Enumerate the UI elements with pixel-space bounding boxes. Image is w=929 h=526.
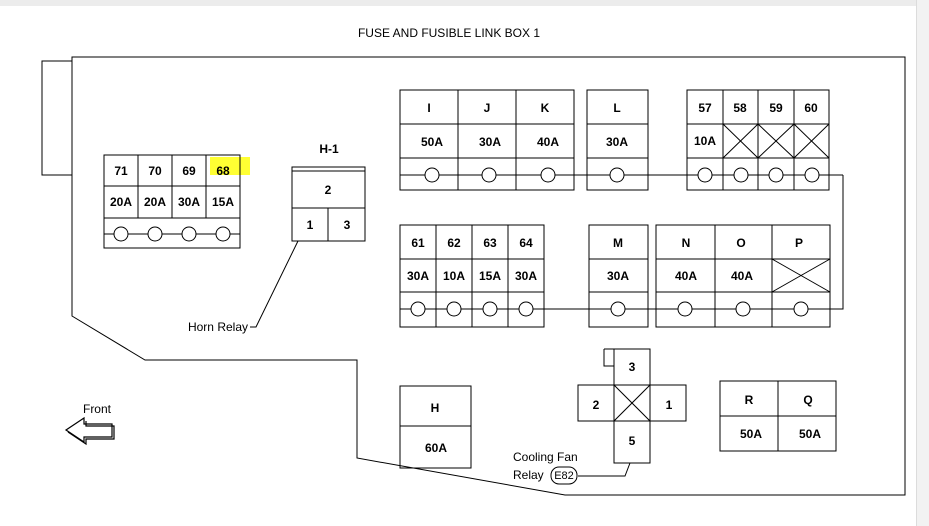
fuse-61-label: 61	[411, 236, 425, 250]
relay-h1-pin-1: 1	[307, 218, 314, 232]
front-label: Front	[83, 402, 112, 416]
fusible-link-group-nop	[655, 224, 831, 328]
link-q-rating: 50A	[799, 427, 821, 441]
link-h-label: H	[431, 401, 440, 415]
link-n-rating: 40A	[675, 269, 697, 283]
fuse-68-rating: 15A	[212, 195, 234, 209]
fuse-69-rating: 30A	[178, 195, 200, 209]
front-arrow-icon	[64, 416, 115, 446]
fuse-59-label: 59	[769, 101, 783, 115]
cooling-fan-caption: Cooling Fan	[513, 450, 578, 464]
fuse-64-label: 64	[519, 236, 533, 250]
link-p-label: P	[795, 236, 803, 250]
connector-e82: E82	[554, 470, 574, 482]
link-n-label: N	[682, 236, 691, 250]
top-strip	[0, 0, 929, 6]
relay-h1-pin-2: 2	[325, 183, 332, 197]
link-m-rating: 30A	[607, 269, 629, 283]
fuse-60-label: 60	[804, 101, 818, 115]
fuse-62-rating: 10A	[443, 269, 465, 283]
fuse-71-rating: 20A	[110, 195, 132, 209]
fuse-57-label: 57	[698, 101, 712, 115]
diagram-title: FUSE AND FUSIBLE LINK BOX 1	[358, 26, 540, 40]
fuse-61-rating: 30A	[407, 269, 429, 283]
link-q-label: Q	[803, 393, 812, 407]
right-scroll-strip	[916, 0, 929, 526]
fusible-link-h	[399, 385, 472, 469]
cooling-fan-relay	[550, 348, 687, 485]
cooling-relay-pin-3: 3	[629, 360, 636, 374]
link-j-rating: 30A	[479, 135, 501, 149]
fuse-70-rating: 20A	[144, 195, 166, 209]
fuse-71-label: 71	[114, 164, 128, 178]
cooling-relay-pin-2: 2	[593, 398, 600, 412]
link-k-rating: 40A	[537, 135, 559, 149]
link-h-rating: 60A	[425, 441, 447, 455]
fuse-63-label: 63	[483, 236, 497, 250]
fuse-group-57-60	[686, 89, 844, 310]
cooling-relay-pin-1: 1	[666, 398, 673, 412]
box-outline	[41, 56, 906, 496]
fuse-70-label: 70	[148, 164, 162, 178]
link-i-label: I	[427, 101, 430, 115]
fusible-link-group-ijk	[399, 89, 575, 191]
fuse-58-label: 58	[733, 101, 747, 115]
link-m-label: M	[613, 236, 623, 250]
link-o-label: O	[736, 236, 745, 250]
link-o-rating: 40A	[731, 269, 753, 283]
horn-relay-caption: Horn Relay	[188, 320, 248, 334]
fuse-57-rating: 10A	[694, 134, 716, 148]
relay-caption: Relay	[513, 468, 544, 482]
link-l-rating: 30A	[606, 135, 628, 149]
fuse-64-rating: 30A	[515, 269, 537, 283]
link-i-rating: 50A	[421, 135, 443, 149]
horn-relay	[250, 166, 366, 328]
fuse-62-label: 62	[447, 236, 461, 250]
link-k-label: K	[541, 101, 550, 115]
fuse-68-label: 68	[216, 164, 230, 178]
fusible-link-l	[574, 89, 687, 191]
link-j-label: J	[484, 101, 491, 115]
fuse-group-61-64	[399, 224, 545, 328]
link-l-label: L	[613, 101, 620, 115]
cooling-relay-pin-5: 5	[629, 434, 636, 448]
fusible-link-group-rq	[719, 380, 837, 452]
relay-h1-title: H-1	[319, 142, 339, 156]
link-r-label: R	[745, 393, 754, 407]
link-r-rating: 50A	[740, 427, 762, 441]
fuse-63-rating: 15A	[479, 269, 501, 283]
fuse-group-71-68	[103, 154, 250, 249]
relay-h1-pin-3: 3	[344, 218, 351, 232]
fusible-link-m	[544, 224, 656, 328]
fuse-69-label: 69	[182, 164, 196, 178]
